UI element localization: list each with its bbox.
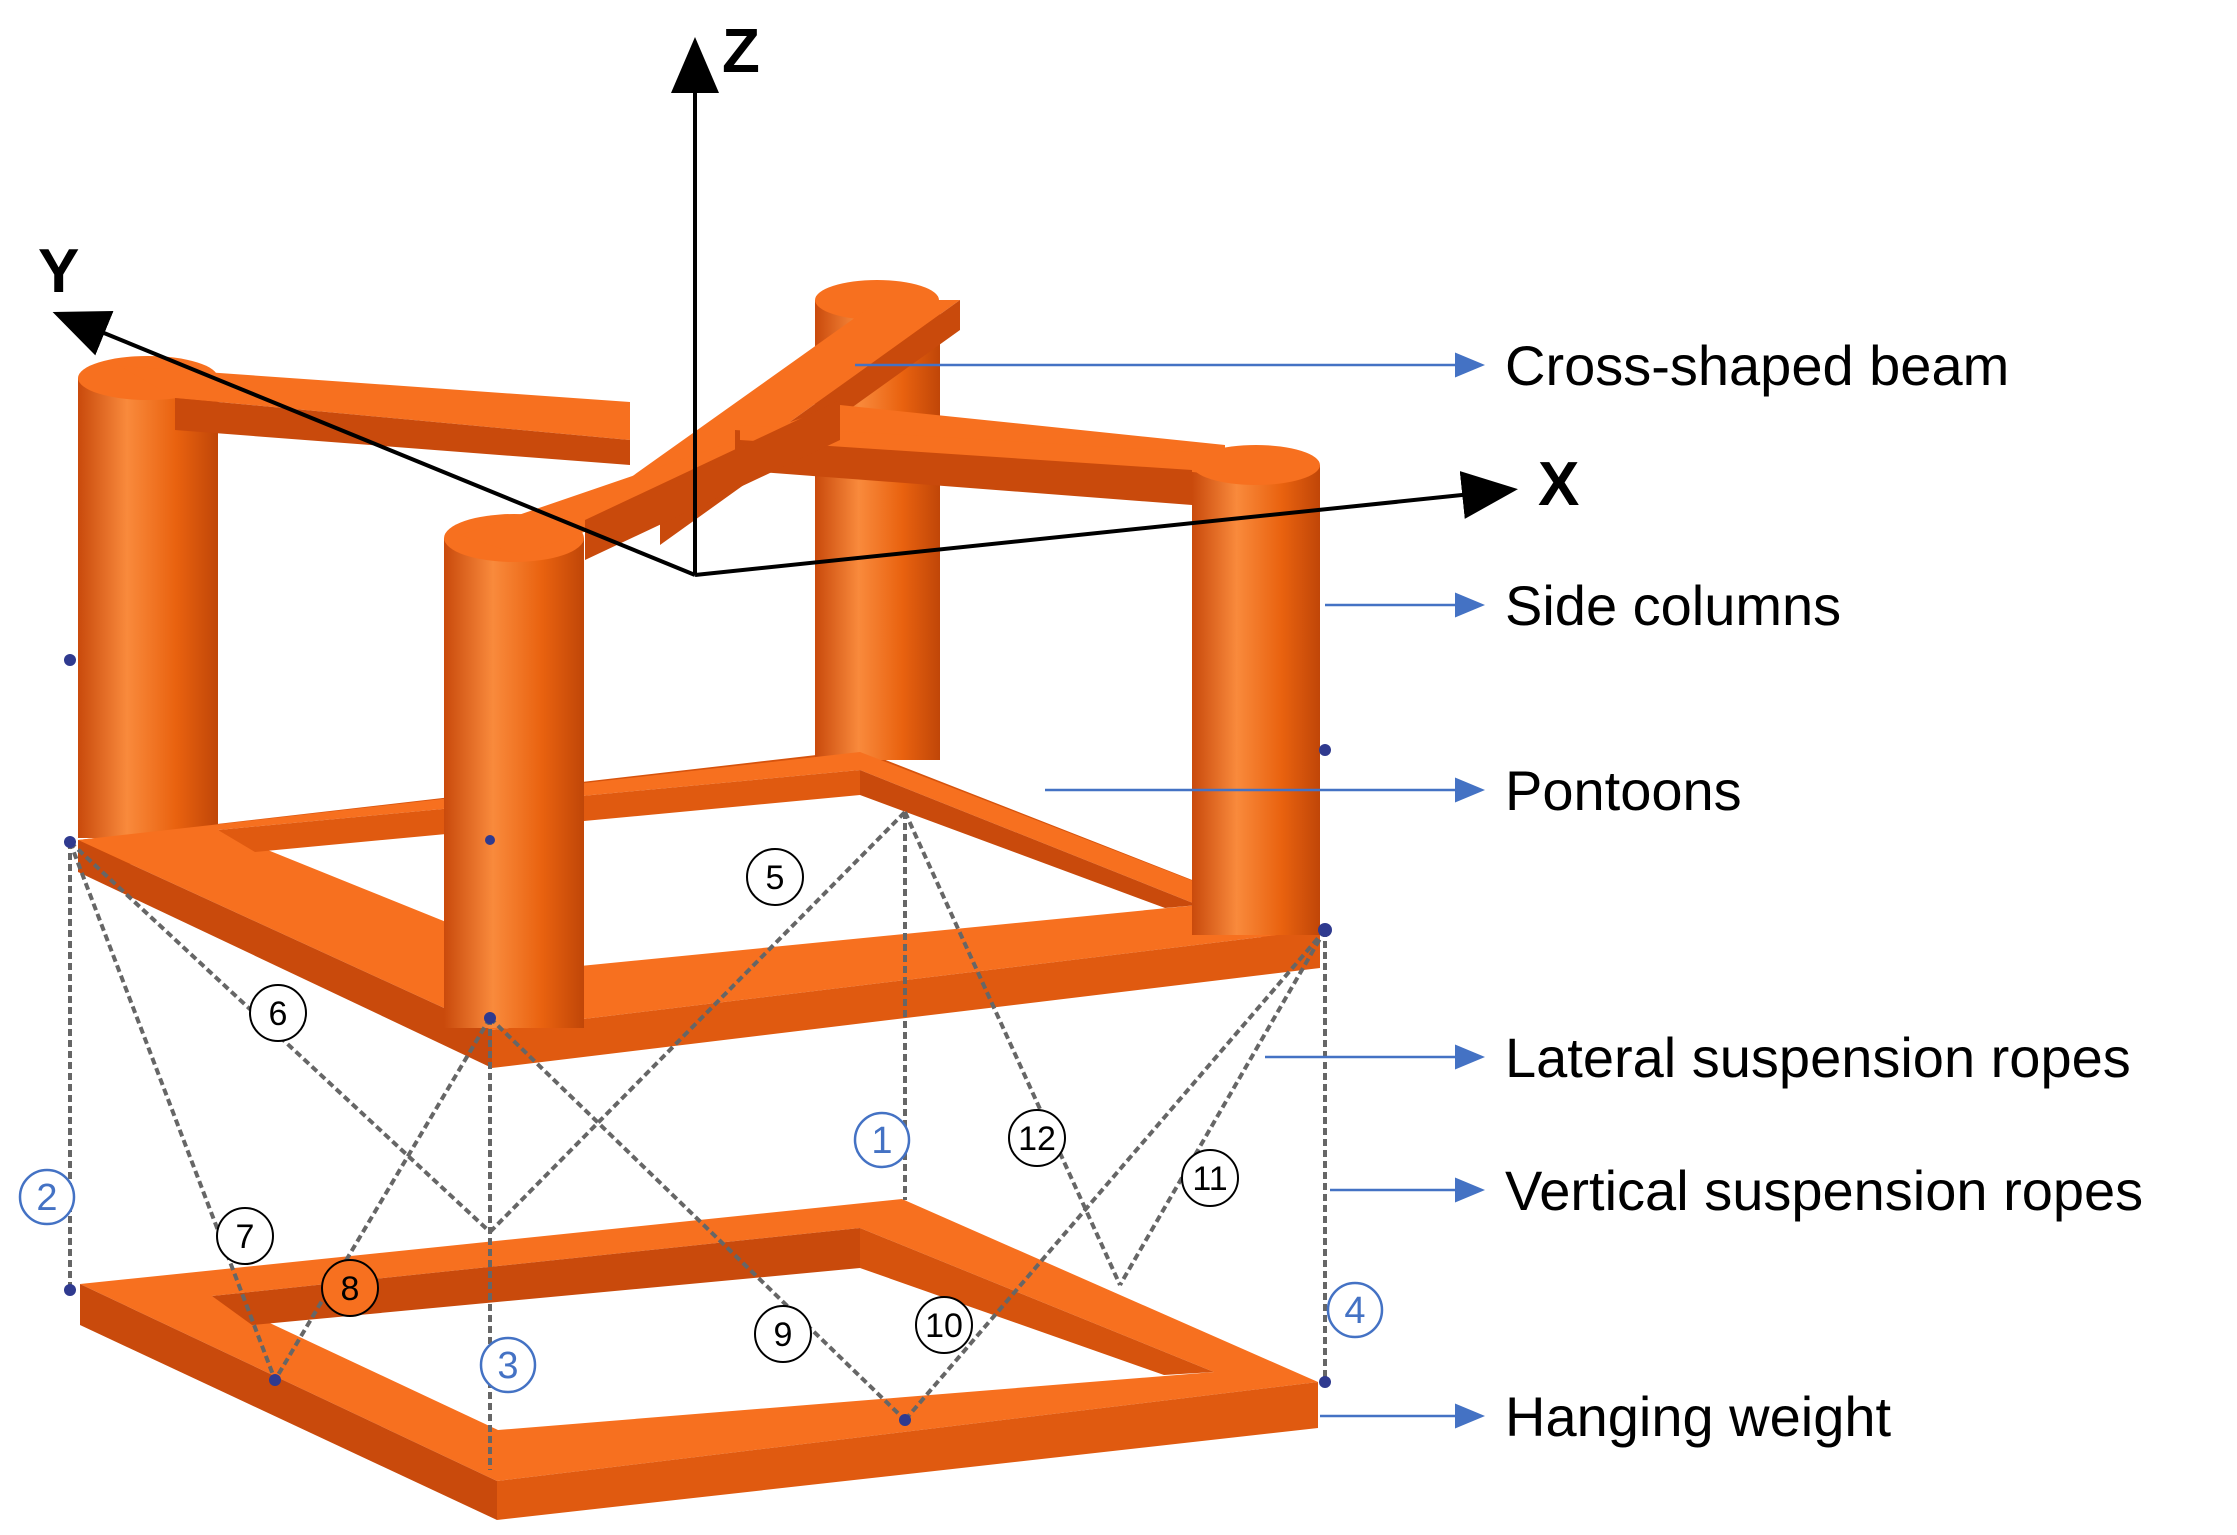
svg-text:6: 6	[269, 995, 288, 1033]
callout-cross-shaped-beam: Cross-shaped beam	[1505, 334, 2009, 397]
lateral-rope-9	[488, 1016, 907, 1422]
callout-side-columns: Side columns	[1505, 574, 1841, 637]
vertical-rope-badge-4: 4	[1326, 1281, 1384, 1339]
y-axis	[52, 310, 696, 577]
svg-text:8: 8	[341, 1270, 360, 1308]
svg-text:10: 10	[925, 1307, 963, 1345]
vertical-rope-badge-3: 3	[479, 1336, 537, 1394]
z-axis-label: Z	[722, 17, 760, 86]
svg-text:5: 5	[766, 859, 785, 897]
svg-text:3: 3	[497, 1345, 518, 1387]
lateral-rope-badge-6: 6	[249, 984, 307, 1042]
lateral-rope-10	[903, 928, 1327, 1422]
svg-text:11: 11	[1192, 1160, 1227, 1198]
lateral-rope-7	[68, 841, 277, 1381]
lateral-rope-badge-9: 9	[754, 1305, 812, 1363]
cross-beam-arm-front	[460, 405, 1225, 555]
lateral-rope-12	[903, 811, 1122, 1286]
side-column-front-right	[1192, 465, 1320, 935]
side-column-front-left	[444, 538, 584, 1028]
svg-text:12: 12	[1018, 1120, 1056, 1158]
lateral-rope-badge-12: 12	[1008, 1109, 1066, 1167]
lateral-rope-8	[273, 1016, 492, 1382]
lateral-rope-badge-5: 5	[746, 848, 804, 906]
x-axis	[694, 471, 1518, 577]
coordinate-axes	[52, 37, 1518, 577]
lateral-rope-badge-7: 7	[216, 1207, 274, 1265]
side-column-back-left	[78, 378, 218, 838]
hanging-weight	[80, 1199, 1318, 1520]
rope-connectors	[64, 654, 1332, 1426]
lateral-rope-badge-10: 10	[915, 1296, 973, 1354]
callout-pontoons: Pontoons	[1505, 759, 1742, 822]
svg-text:7: 7	[236, 1218, 255, 1256]
vertical-rope-badge-1: 1	[853, 1111, 911, 1169]
svg-text:4: 4	[1344, 1290, 1365, 1332]
callout-lateral-suspension-ropes: Lateral suspension ropes	[1505, 1026, 2131, 1089]
callout-hanging-weight: Hanging weight	[1505, 1385, 1891, 1448]
x-axis-label: X	[1538, 450, 1579, 519]
svg-text:9: 9	[774, 1316, 793, 1354]
svg-text:2: 2	[36, 1177, 57, 1219]
callout-arrows	[855, 352, 1485, 1429]
lateral-rope-badge-8: 8	[321, 1259, 379, 1317]
lateral-rope-badge-11: 11	[1181, 1149, 1239, 1207]
y-axis-label: Y	[38, 237, 79, 306]
vertical-rope-badge-2: 2	[18, 1168, 76, 1226]
lateral-rope-11	[1118, 928, 1327, 1287]
callout-vertical-suspension-ropes: Vertical suspension ropes	[1505, 1159, 2143, 1222]
svg-text:1: 1	[871, 1120, 892, 1162]
